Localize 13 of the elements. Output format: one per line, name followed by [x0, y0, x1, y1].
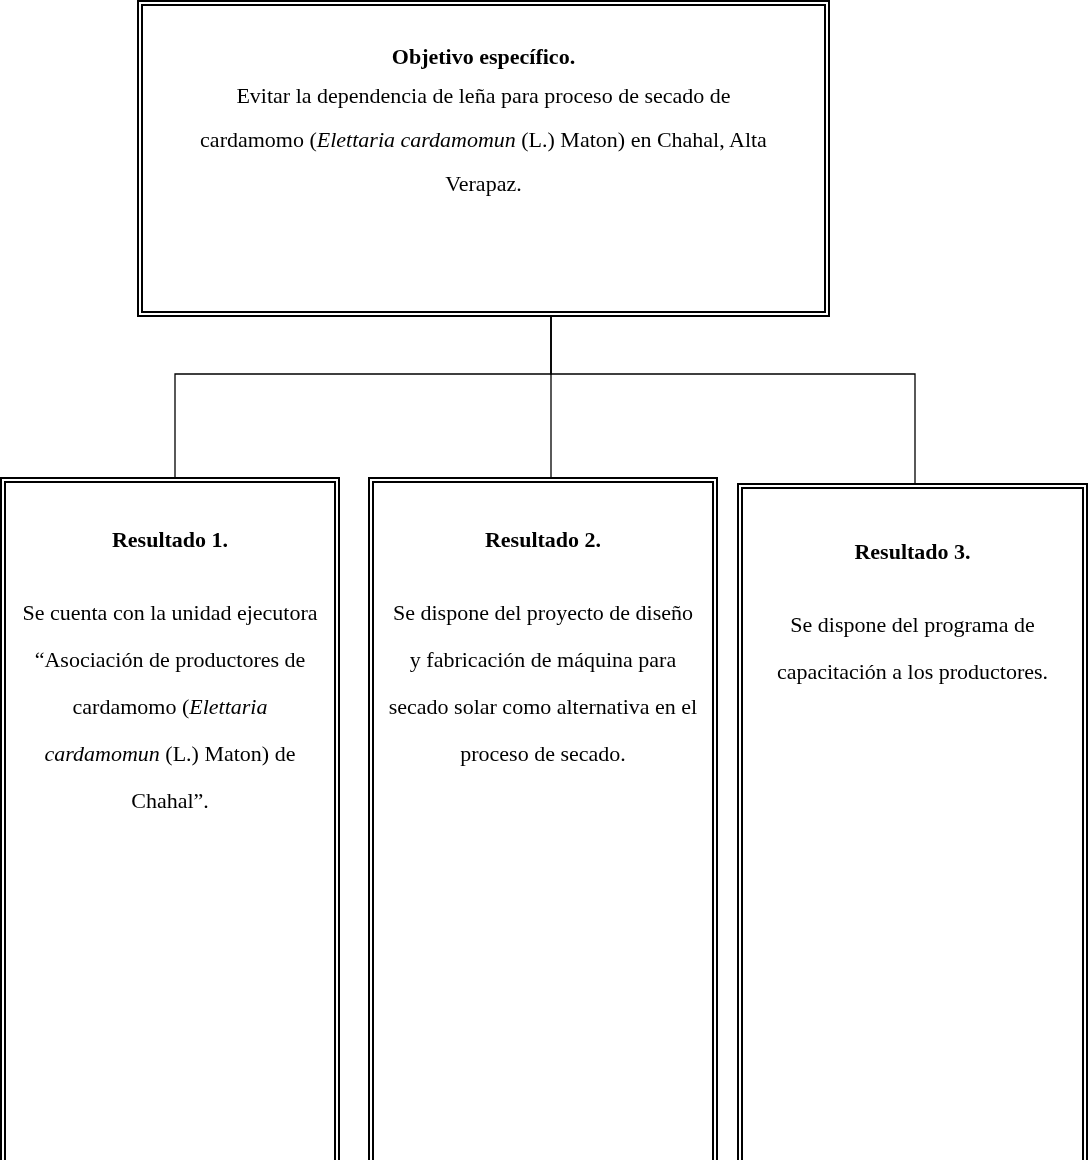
box-body: Se dispone del programa de capacitación a los productores.: [775, 611, 1050, 686]
box-body: Se dispone del proyecto de diseño y fabricación de máquina para secado solar como alternativa en el proceso de secado.: [388, 599, 698, 768]
connector-line: [550, 316, 916, 484]
box-heading: Resultado 2.: [484, 526, 602, 554]
box-heading: Objetivo específico.: [391, 43, 576, 71]
box-heading: Resultado 1.: [111, 526, 229, 554]
box-heading: Resultado 3.: [854, 538, 971, 566]
result-box: [0, 477, 340, 1160]
result-box: [368, 477, 718, 1160]
box-body: Evitar la dependencia de leña para proceso de secado de cardamomo (Elettaria cardamomun (L.) Maton) en Chahal, Alta Verapaz.: [199, 82, 768, 198]
box-body: Se cuenta con la unidad ejecutora “Asociación de productores de cardamomo (Elettaria cardamomun (L.) Maton) de Chahal”.: [21, 599, 319, 815]
result-box: [737, 483, 1088, 1160]
objective-box: [137, 0, 830, 317]
